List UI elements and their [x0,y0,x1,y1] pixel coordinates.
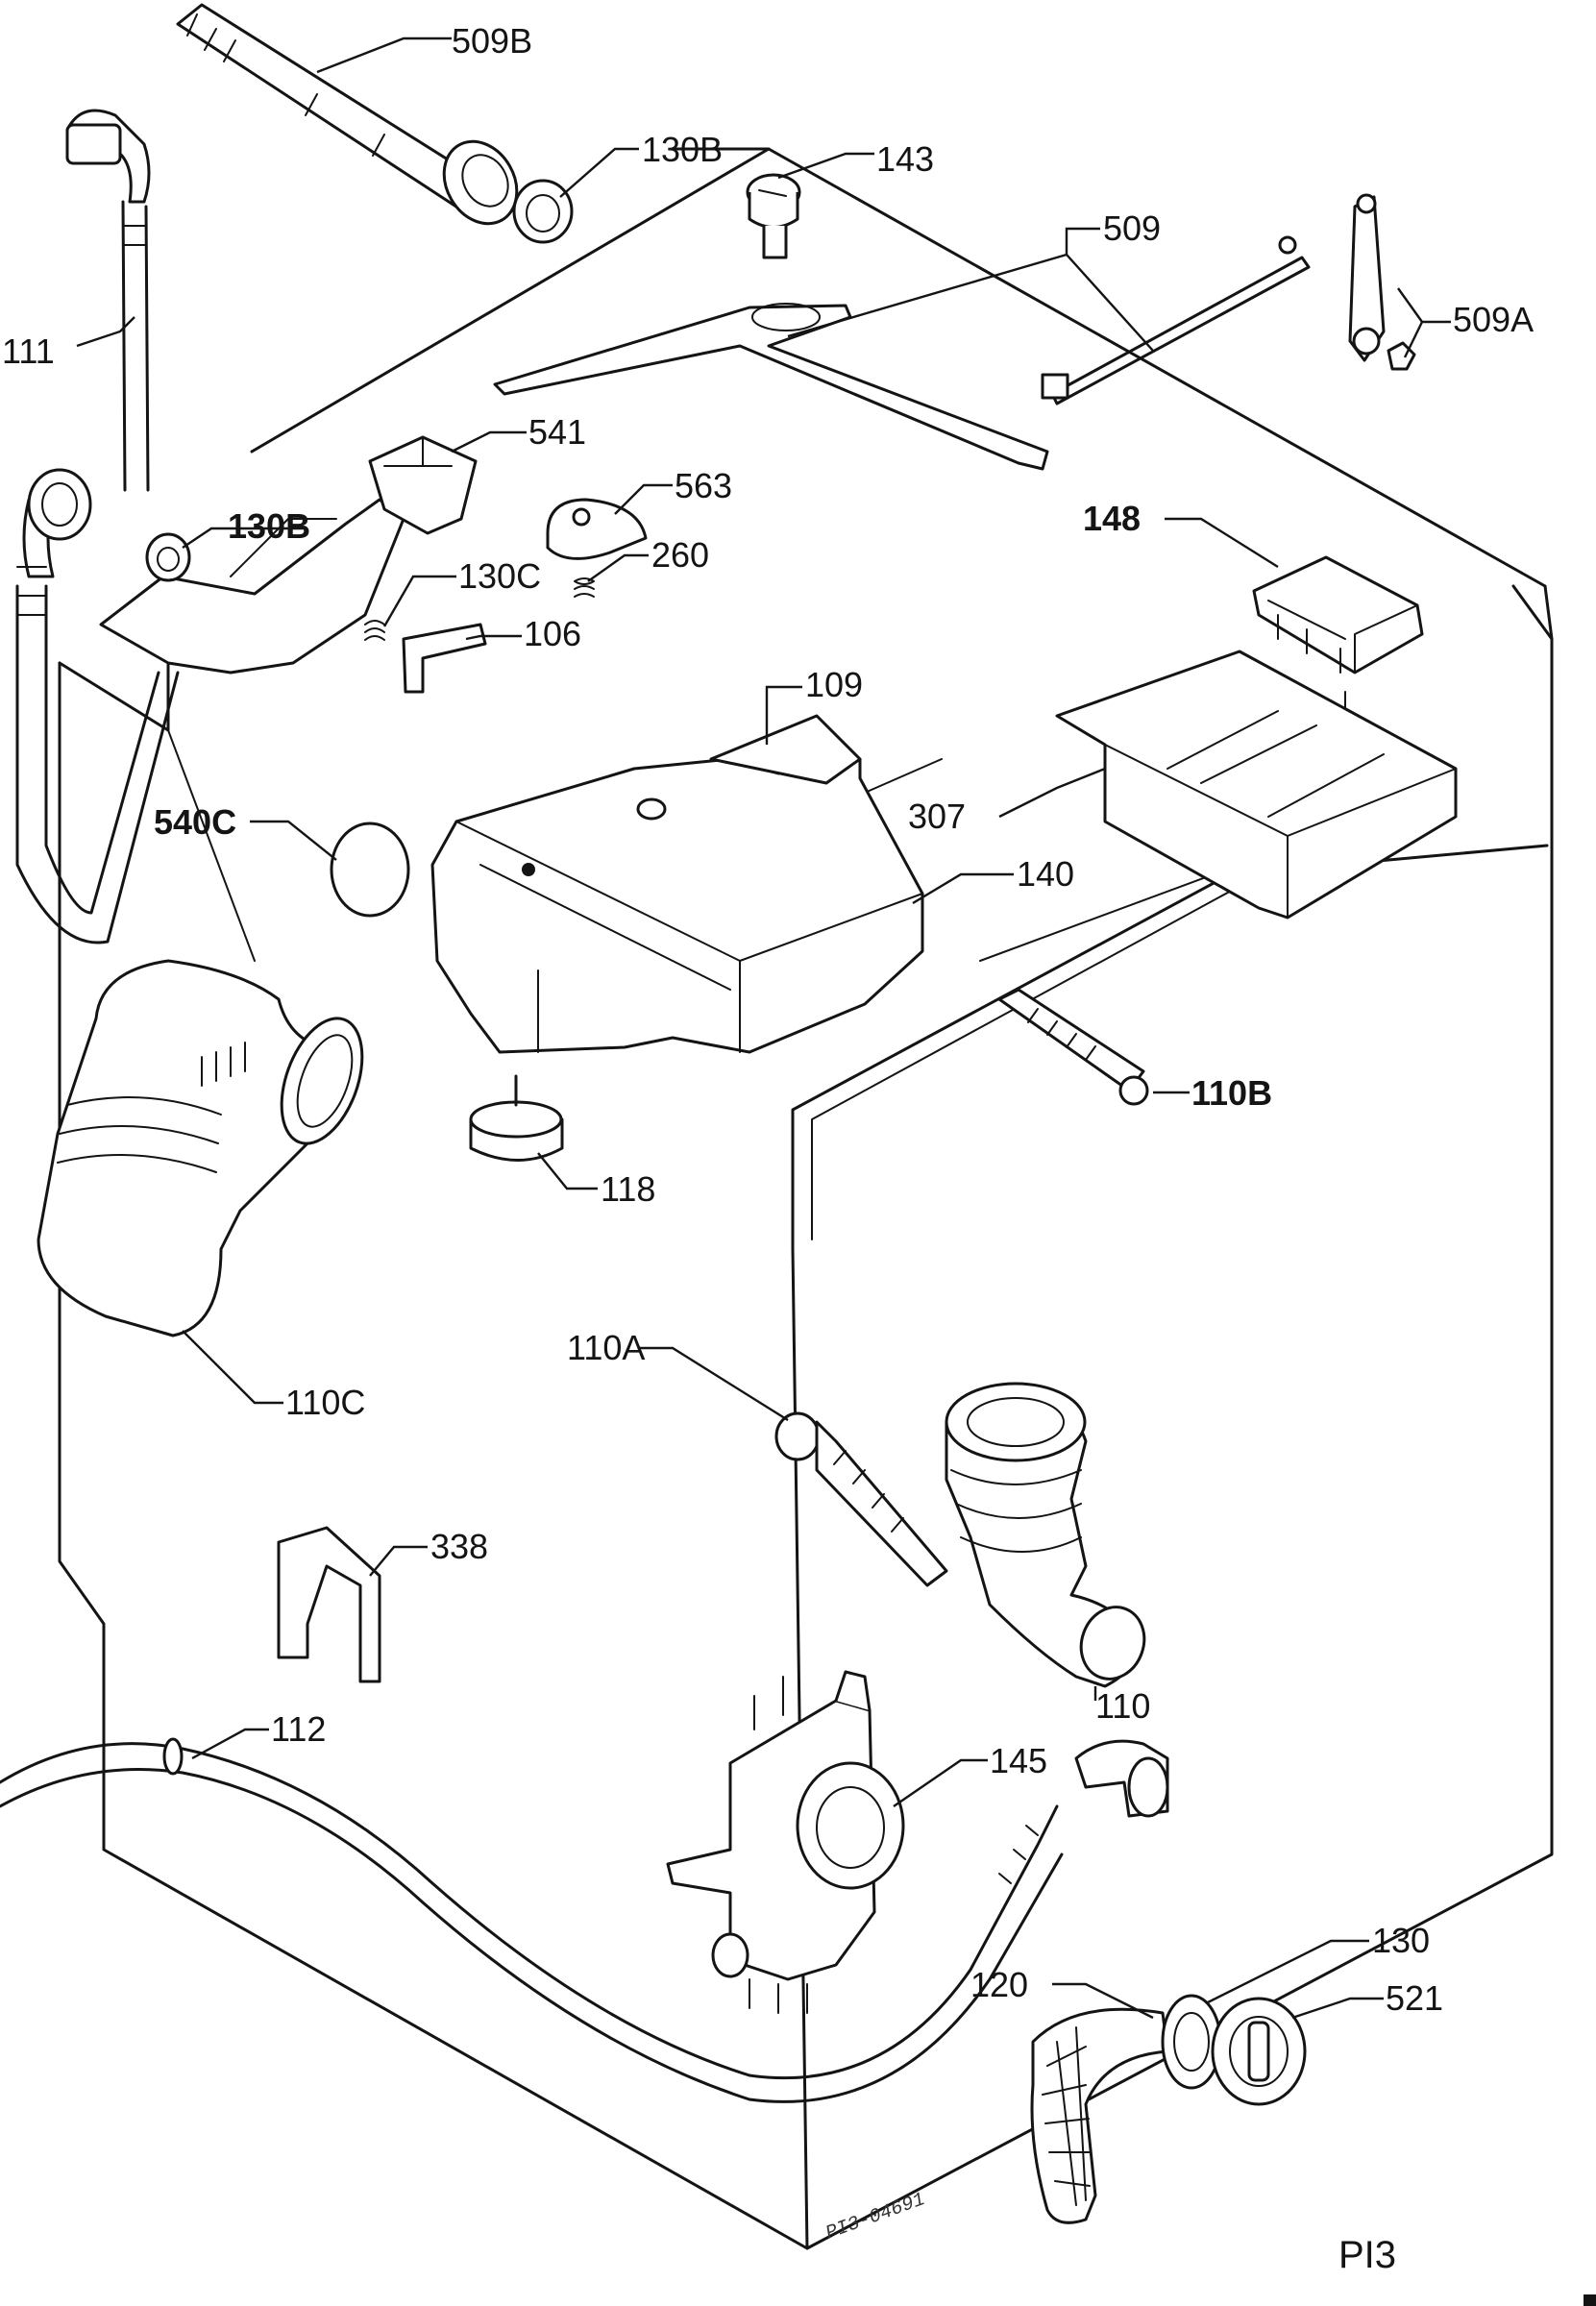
label-130c: 130C [458,556,541,596]
label-563: 563 [675,466,732,505]
label-112: 112 [271,1709,326,1749]
part-509b-hose [176,3,574,244]
part-130c-spring [364,620,385,641]
part-110a-hose [774,1411,948,1587]
label-148: 148 [1083,499,1141,538]
label-130b-top: 130B [642,130,723,169]
label-106: 106 [524,614,581,653]
part-110c-bellows [37,959,364,1337]
label-521: 521 [1386,1978,1443,2018]
label-130b-mid: 130B [228,506,310,546]
part-509-linkage [493,235,1311,471]
part-140-dispenser-housing [430,714,924,1054]
drawing-code: PI3-04691 [823,2189,928,2245]
part-106-slider [402,623,487,694]
part-labels: 509B 130B 143 509 509A 111 541 563 130B … [2,21,1534,2018]
part-307-drawer [1055,650,1458,920]
label-307: 307 [908,797,966,836]
label-110b: 110B [1191,1073,1272,1113]
page-id: PI3 [1338,2234,1396,2276]
part-118-gear [469,1074,564,1162]
part-130-seal [1161,1994,1222,2090]
part-540c-ring [330,822,410,918]
part-110-bellows [945,1382,1146,1688]
label-145: 145 [990,1741,1047,1780]
label-509a: 509A [1453,300,1534,339]
label-109: 109 [805,665,863,704]
part-148-cover [1252,555,1424,675]
part-112-drain-hose [0,1737,1169,2103]
label-120: 120 [970,1965,1028,2004]
label-140: 140 [1017,854,1074,894]
label-110c: 110C [285,1383,365,1422]
part-120-filter [1030,2007,1169,2224]
leader-lines [76,37,1451,2020]
label-143: 143 [876,139,934,179]
part-145-pump [666,1670,905,2014]
part-111-inlet-hose [15,109,180,944]
label-118: 118 [601,1169,655,1209]
label-540c: 540C [154,802,236,842]
label-130: 130 [1372,1921,1430,1960]
part-338-clip [277,1526,381,1683]
label-541: 541 [528,412,586,452]
label-260: 260 [651,535,709,575]
label-509b: 509B [452,21,532,61]
corner-mark [1584,2294,1596,2306]
part-260-spring [574,577,595,598]
label-110a: 110A [567,1328,645,1367]
label-338: 338 [430,1527,488,1566]
label-110: 110 [1095,1686,1150,1726]
label-111: 111 [2,331,55,371]
part-563-cam [546,498,648,560]
part-509a-lever [1348,193,1416,371]
label-509: 509 [1103,209,1161,248]
part-143-knob [746,173,801,259]
part-110b-hose [997,988,1149,1106]
part-541-frame [99,435,478,675]
part-521-cap [1211,1997,1307,2106]
